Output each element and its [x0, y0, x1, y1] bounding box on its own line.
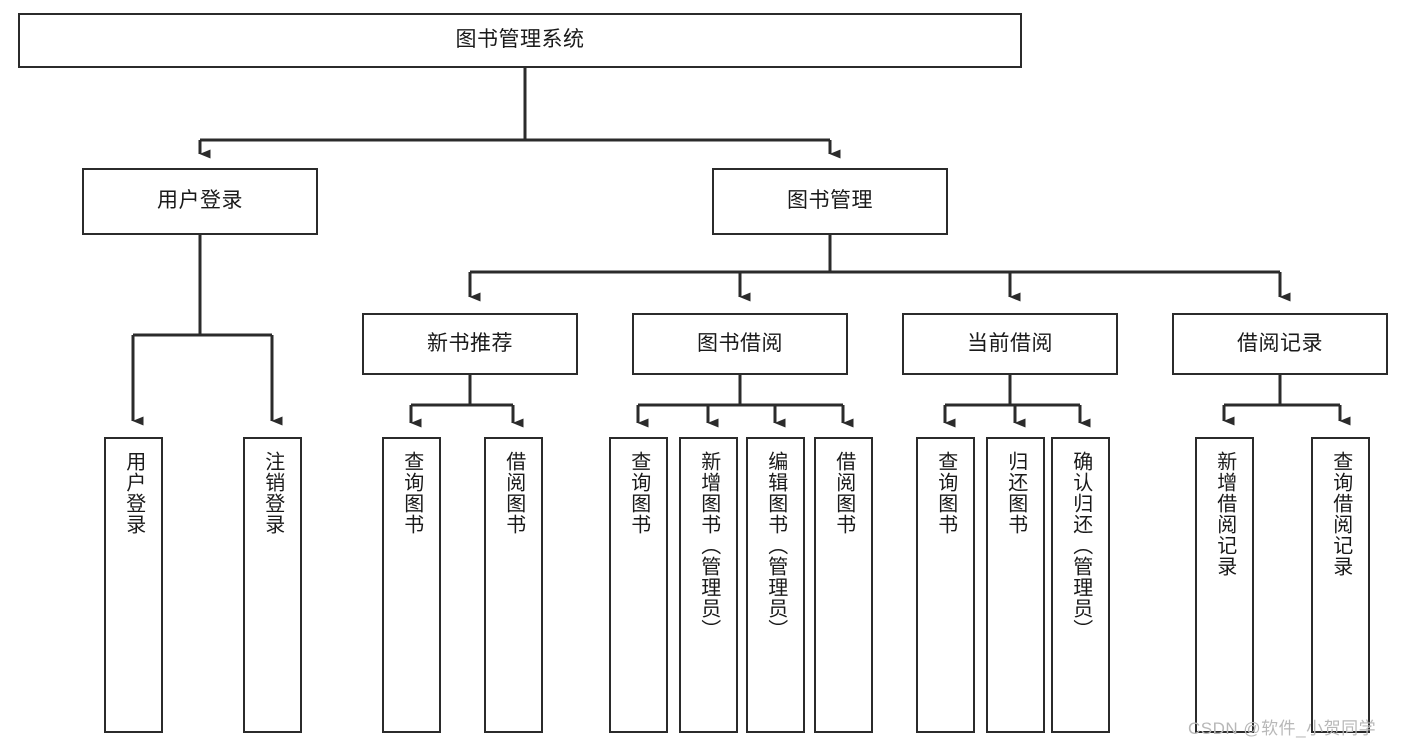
node-new-book-recommend-label: 新书推荐 [427, 331, 513, 355]
node-new-book-recommend[interactable]: 新书推荐 [362, 313, 578, 375]
leaf-confirm-return-admin-label: 确认归还（管理员） [1069, 451, 1092, 640]
leaf-user-login[interactable]: 用户登录 [104, 437, 163, 733]
leaf-add-borrow-record-label: 新增借阅记录 [1213, 451, 1236, 577]
node-current-borrow-label: 当前借阅 [967, 331, 1053, 355]
leaf-confirm-return-admin[interactable]: 确认归还（管理员） [1051, 437, 1110, 733]
csdn-watermark: CSDN @软件_小贺同学 [1188, 719, 1377, 738]
leaf-add-book-admin-label: 新增图书（管理员） [697, 451, 720, 640]
leaf-borrow-book-1[interactable]: 借阅图书 [484, 437, 543, 733]
leaf-logout-login-label: 注销登录 [261, 451, 284, 535]
leaf-edit-book-admin-label: 编辑图书（管理员） [764, 451, 787, 640]
leaf-add-book-admin[interactable]: 新增图书（管理员） [679, 437, 738, 733]
leaf-borrow-book-2[interactable]: 借阅图书 [814, 437, 873, 733]
leaf-edit-book-admin[interactable]: 编辑图书（管理员） [746, 437, 805, 733]
node-book-management-label: 图书管理 [787, 189, 873, 213]
leaf-borrow-book-1-label: 借阅图书 [502, 451, 525, 535]
node-book-management[interactable]: 图书管理 [712, 168, 948, 235]
leaf-return-book-label: 归还图书 [1004, 451, 1027, 535]
leaf-query-book-2-label: 查询图书 [627, 451, 650, 535]
node-user-login[interactable]: 用户登录 [82, 168, 318, 235]
node-current-borrow[interactable]: 当前借阅 [902, 313, 1118, 375]
leaf-query-book-3-label: 查询图书 [934, 451, 957, 535]
leaf-query-book-1[interactable]: 查询图书 [382, 437, 441, 733]
node-book-borrow[interactable]: 图书借阅 [632, 313, 848, 375]
leaf-add-borrow-record[interactable]: 新增借阅记录 [1195, 437, 1254, 733]
node-borrow-record-label: 借阅记录 [1237, 331, 1323, 355]
node-user-login-label: 用户登录 [157, 189, 243, 213]
leaf-user-login-label: 用户登录 [122, 451, 145, 535]
node-book-borrow-label: 图书借阅 [697, 331, 783, 355]
leaf-borrow-book-2-label: 借阅图书 [832, 451, 855, 535]
leaf-query-borrow-record-label: 查询借阅记录 [1329, 451, 1352, 577]
leaf-return-book[interactable]: 归还图书 [986, 437, 1045, 733]
node-root-label: 图书管理系统 [455, 28, 585, 52]
node-borrow-record[interactable]: 借阅记录 [1172, 313, 1388, 375]
node-root[interactable]: 图书管理系统 [18, 13, 1022, 68]
leaf-query-book-3[interactable]: 查询图书 [916, 437, 975, 733]
leaf-query-borrow-record[interactable]: 查询借阅记录 [1311, 437, 1370, 733]
leaf-logout-login[interactable]: 注销登录 [243, 437, 302, 733]
leaf-query-book-1-label: 查询图书 [400, 451, 423, 535]
leaf-query-book-2[interactable]: 查询图书 [609, 437, 668, 733]
